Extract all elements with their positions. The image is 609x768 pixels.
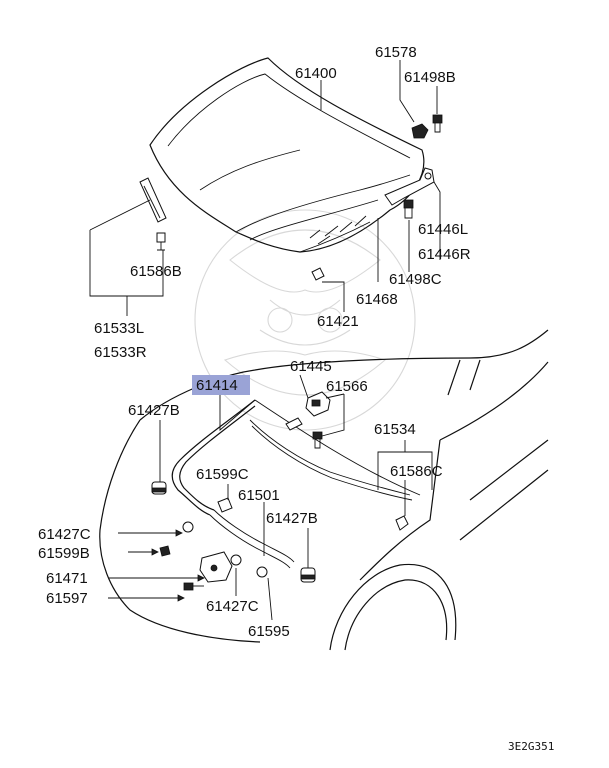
label-61501: 61501 (238, 487, 280, 504)
part-labels: 61400 61578 61498B 61446L 61446R 61498C … (38, 44, 471, 640)
label-61533r: 61533R (94, 344, 147, 361)
part-highlight (192, 375, 250, 395)
hood-bolt-icon (411, 114, 443, 139)
label-61446r: 61446R (418, 246, 471, 263)
label-61427b: 61427B (128, 402, 180, 419)
hinge-bolt-icon (403, 199, 414, 219)
hood-stay-rod (139, 177, 167, 223)
label-61599b: 61599B (38, 545, 90, 562)
release-cable (171, 399, 413, 569)
stay-clip-icon (156, 232, 166, 251)
vehicle-body (99, 329, 549, 651)
hood-hinge (384, 167, 435, 206)
label-61586b: 61586B (130, 263, 182, 280)
grommet-upper-icon (151, 481, 167, 495)
label-61566: 61566 (326, 378, 368, 395)
label-61471: 61471 (46, 570, 88, 587)
label-61578: 61578 (375, 44, 417, 61)
seal-clip-icon (395, 515, 409, 531)
cable-end-icon (285, 417, 303, 431)
label-61445: 61445 (290, 358, 332, 375)
clamp-b-icon (159, 545, 171, 557)
grommet-c-icon (182, 521, 268, 578)
watermark-emblem (194, 209, 416, 431)
label-61533l: 61533L (94, 320, 144, 337)
label-61498b: 61498B (404, 69, 456, 86)
label-61534: 61534 (374, 421, 416, 438)
label-61498c: 61498C (389, 271, 442, 288)
label-61427c: 61427C (38, 526, 91, 543)
leader-lines (89, 60, 441, 621)
lock-bolt-icon (312, 431, 323, 449)
label-61446l: 61446L (418, 221, 468, 238)
arrowheads (151, 529, 205, 602)
label-61414: 61414 (196, 377, 238, 394)
label-61400: 61400 (295, 65, 337, 82)
support-clip-icon (311, 267, 325, 281)
label-61427c-lower: 61427C (206, 598, 259, 615)
hood-panel (149, 57, 425, 253)
label-61421: 61421 (317, 313, 359, 330)
label-61595: 61595 (248, 623, 290, 640)
hood-latch-icon (199, 551, 233, 583)
diagram-code: 3E2G351 (508, 740, 554, 753)
label-61599c: 61599C (196, 466, 249, 483)
latch-bolt-icon (183, 582, 204, 591)
cable-clamp-icon (217, 497, 233, 513)
label-61597: 61597 (46, 590, 88, 607)
label-61468: 61468 (356, 291, 398, 308)
label-61427b-lower: 61427B (266, 510, 318, 527)
grommet-lower-icon (300, 567, 316, 583)
lock-bracket-icon (305, 391, 331, 417)
label-61586c: 61586C (390, 463, 443, 480)
